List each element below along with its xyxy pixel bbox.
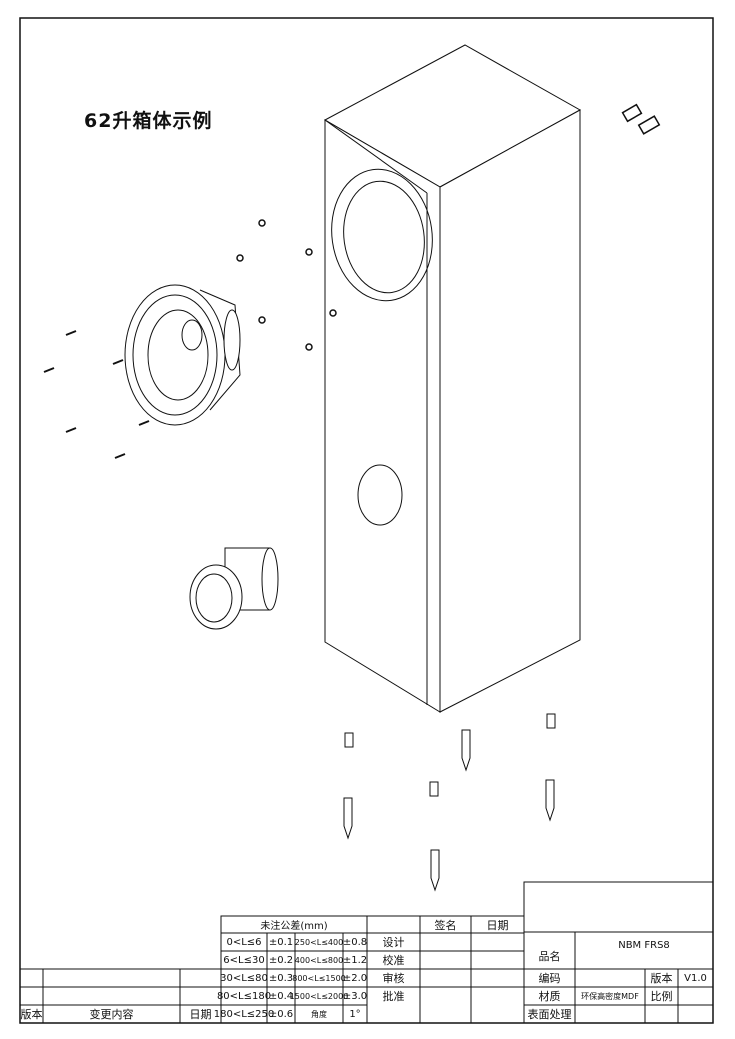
tolerance-cell: 400<L≤800 (294, 955, 344, 965)
tolerance-cell: ±0.8 (342, 936, 368, 948)
port-hole (357, 464, 403, 526)
tolerance-cell: 800<L≤1500 (292, 973, 346, 983)
tolerance-cell: 6<L≤30 (223, 954, 265, 966)
tolerance-cell: 1500<L≤2000 (289, 991, 349, 1001)
revision-change-header: 变更内容 (89, 1008, 134, 1021)
tolerance-header: 未注公差(mm) (260, 921, 328, 932)
version-label: 版本 (650, 972, 673, 985)
revision-version-header: 版本 (20, 1008, 43, 1021)
surface-label: 表面处理 (527, 1008, 572, 1021)
tolerance-cell: ±0.2 (268, 954, 294, 966)
role-design: 设计 (382, 936, 405, 949)
tolerance-cell: 1° (349, 1008, 361, 1020)
tolerance-cell: ±2.0 (342, 972, 368, 984)
title-block-grid (20, 881, 714, 1024)
port-tube (189, 547, 279, 630)
screws (43, 330, 150, 459)
tolerance-cell: ±0.1 (268, 936, 294, 948)
sign-header: 签名 (434, 918, 457, 932)
version-value: V1.0 (684, 972, 707, 984)
tolerance-cell: 30<L≤80 (220, 972, 268, 984)
scale-label: 比例 (650, 990, 673, 1003)
cabinet (323, 44, 582, 713)
material-label: 材质 (538, 990, 561, 1003)
material-value: 环保高密度MDF (581, 991, 639, 1001)
tolerance-cell: ±0.4 (268, 990, 294, 1002)
date-header: 日期 (486, 918, 509, 932)
revision-date-header: 日期 (189, 1008, 212, 1021)
product-name: NBM FRS8 (618, 940, 670, 951)
drawing-title: 62升箱体示例 (84, 110, 213, 132)
tolerance-cell: ±3.0 (342, 990, 368, 1002)
tolerance-cell: ±0.6 (268, 1008, 294, 1020)
speaker-driver (124, 284, 241, 426)
product-label: 品名 (538, 949, 561, 963)
tolerance-cell: 0<L≤6 (226, 936, 262, 948)
code-label: 编码 (538, 972, 561, 985)
role-approve: 批准 (382, 990, 405, 1003)
role-check: 校准 (382, 954, 405, 967)
driver-cutout (331, 168, 433, 302)
spikes (343, 713, 556, 892)
t-nuts (236, 219, 337, 351)
tolerance-cell: 角度 (311, 1009, 327, 1019)
tolerance-cell: 250<L≤400 (294, 937, 344, 947)
tolerance-cell: 180<L≤250 (213, 1008, 275, 1020)
tolerance-cell: 80<L≤180 (216, 990, 272, 1002)
binding-posts (621, 103, 661, 135)
role-review: 审核 (382, 972, 405, 985)
tolerance-cell: ±1.2 (342, 954, 368, 966)
tolerance-cell: ±0.3 (268, 972, 294, 984)
